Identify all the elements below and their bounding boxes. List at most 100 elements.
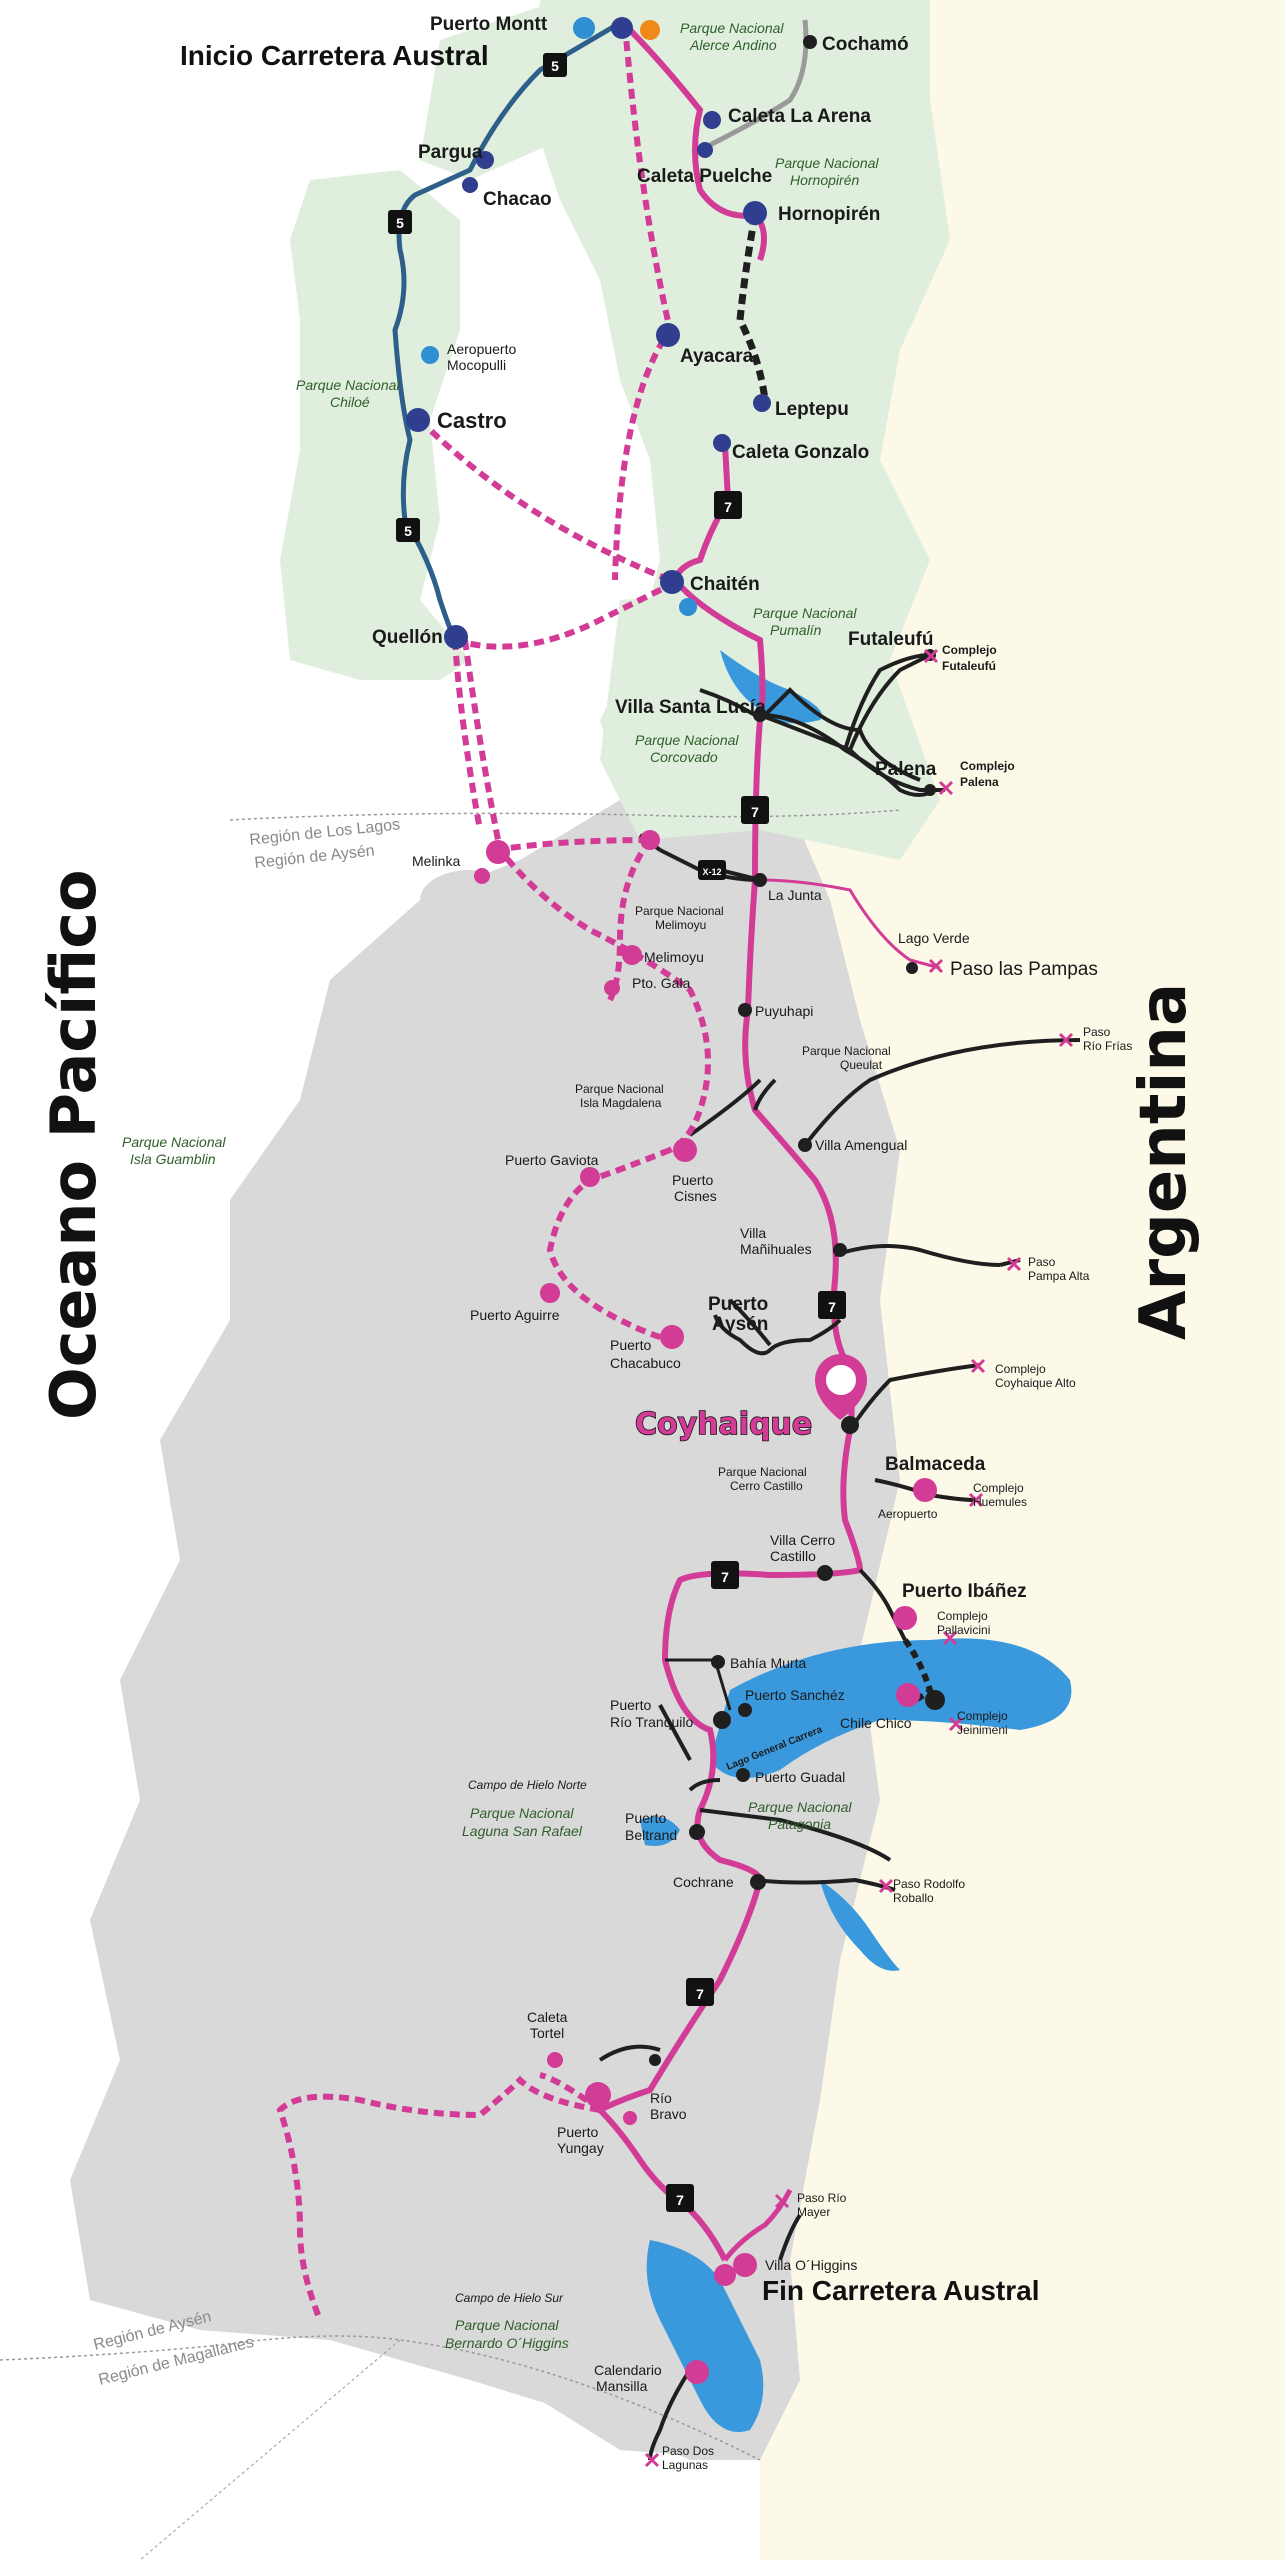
magallanes-land [540,2340,770,2460]
route-shield-7e: 7 [686,1978,714,2006]
pink-terminals [474,830,937,2384]
park-hielo-sur: Campo de Hielo Sur [455,2291,564,2305]
chile-aysen-land [70,790,900,2460]
place-paso-rio-mayer-2: Mayer [797,2205,830,2219]
lago-general-carrera [710,1638,1072,1778]
place-complejo-futaleufu-2: Futaleufú [942,659,996,673]
place-pargua: Pargua [418,142,483,163]
route-shield-7e-label: 7 [696,1986,704,2002]
route-shield-7b: 7 [741,796,769,824]
place-palena: Palena [875,759,937,780]
place-villa-santa-lucia: Villa Santa Lucía [615,697,766,718]
place-paso-rio-frias-2: Río Frías [1083,1039,1132,1053]
place-chacao: Chacao [483,189,552,210]
road-lago-verde [759,878,941,970]
route-shield-5c-label: 5 [404,523,412,539]
route-shield-x12: X-12 [698,860,726,880]
place-quellon: Quellón [372,627,443,648]
place-calendario-mansilla-2: Mansilla [596,2378,648,2394]
place-complejo-palena-1: Complejo [960,759,1015,773]
park-hielo-norte: Campo de Hielo Norte [468,1778,587,1792]
place-puerto-chacabuco-2: Chacabuco [610,1355,681,1371]
ferry-hornopiren-leptepu [736,214,769,401]
place-cochrane: Cochrane [673,1874,734,1890]
place-complejo-huemules-1: Complejo [973,1481,1024,1495]
park-hornopiren-1: Parque Nacional [775,155,879,171]
country-label: Argentina [1127,983,1201,1340]
border-crossings [644,648,1074,2468]
place-caleta-puelche: Caleta Puelche [637,166,772,187]
place-puerto-yungay-1: Puerto [557,2124,598,2140]
park-isla-magdalena-1: Parque Nacional [575,1082,664,1096]
route-shield-5b-label: 5 [396,215,404,231]
place-villa-amengual: Villa Amengual [815,1137,907,1153]
route-shield-7f-label: 7 [676,2192,684,2208]
park-isla-magdalena-2: Isla Magdalena [580,1096,662,1110]
region-lagos-label: Región de Los Lagos [249,816,401,849]
coyhaique-label: Coyhaique [635,1407,812,1442]
place-villa-manihuales-2: Mañihuales [740,1241,812,1257]
route-shield-5a-label: 5 [551,58,559,74]
park-queulat-1: Parque Nacional [802,1044,891,1058]
place-villa-ohiggins: Villa O´Higgins [765,2257,857,2273]
park-corcovado-2: Corcovado [650,749,718,765]
park-chiloe-1: Parque Nacional [296,377,400,393]
mainland-north [420,0,600,180]
route-shield-7f: 7 [666,2184,694,2212]
place-ayacara: Ayacara [680,346,754,367]
route-shields: 5 5 5 7 7 7 7 7 7 X-12 [388,53,846,2212]
corcovado-land [600,590,760,840]
place-chaiten: Chaitén [690,574,760,595]
place-puerto-cisnes-1: Puerto [672,1172,713,1188]
region-border-lagos-aysen [229,809,901,821]
blue-terminals [406,17,771,649]
place-leptepu: Leptepu [775,399,849,420]
place-melinka: Melinka [412,853,460,869]
park-laguna-san-rafael-1: Parque Nacional [470,1805,574,1821]
place-complejo-coyhaique-alto-2: Coyhaique Alto [995,1376,1076,1390]
place-complejo-coyhaique-alto-1: Complejo [995,1362,1046,1376]
place-complejo-pallavicini-2: Pallavicini [937,1623,990,1637]
carretera-austral-south [594,444,864,2262]
route-shield-7c: 7 [818,1291,846,1319]
place-calendario-mansilla-1: Calendario [594,2362,662,2378]
place-complejo-futaleufu-1: Complejo [942,643,997,657]
ruta-5-chiloe [392,17,627,642]
place-puerto-bertrand-1: Puerto [625,1810,666,1826]
route-shield-7c-label: 7 [828,1299,836,1315]
park-isla-guamblin-2: Isla Guamblin [130,1151,216,1167]
park-alerce-andino-1: Parque Nacional [680,20,784,36]
place-villa-cerro-castillo-2: Castillo [770,1548,816,1564]
roads-futaleufu-palena [759,653,945,793]
place-villa-manihuales-1: Villa [740,1225,766,1241]
place-la-junta: La Junta [768,887,822,903]
park-pumalin-1: Parque Nacional [753,605,857,621]
place-caleta-tortel-2: Tortel [530,2025,564,2041]
road-cochamo [698,19,809,153]
ferry-terminal-chilechico [925,1690,945,1710]
place-paso-rio-mayer-1: Paso Río [797,2191,847,2205]
place-puerto-aysen-1: Puerto [708,1294,768,1315]
park-cerro-castillo-1: Parque Nacional [718,1465,807,1479]
place-futaleufu: Futaleufú [848,629,934,650]
park-laguna-san-rafael-2: Laguna San Rafael [462,1823,583,1839]
dark-towns [649,35,936,2066]
park-alerce-andino-2: Alerce Andino [689,37,777,53]
route-shield-5c: 5 [396,518,420,542]
ocean-label: Oceano Pacífico [37,869,110,1420]
place-melimoyu: Melimoyu [644,949,704,965]
place-puerto-cisnes-2: Cisnes [674,1188,717,1204]
place-paso-rodolfo-roballo-2: Roballo [893,1891,934,1905]
route-shield-5a: 5 [543,53,567,77]
place-caleta-la-arena: Caleta La Arena [728,106,871,127]
park-chiloe-2: Chiloé [330,394,370,410]
place-chile-chico: Chile Chico [840,1715,912,1731]
archipelago-islands [100,870,580,2250]
park-corcovado-1: Parque Nacional [635,732,739,748]
place-aeropuerto-mocopulli-2: Mocopulli [447,357,506,373]
place-bahia-murta: Bahía Murta [730,1655,806,1671]
route-shield-7a: 7 [714,491,742,519]
place-paso-dos-lagunas-1: Paso Dos [662,2444,714,2458]
park-bernardo-ohiggins-2: Bernardo O´Higgins [445,2335,569,2351]
